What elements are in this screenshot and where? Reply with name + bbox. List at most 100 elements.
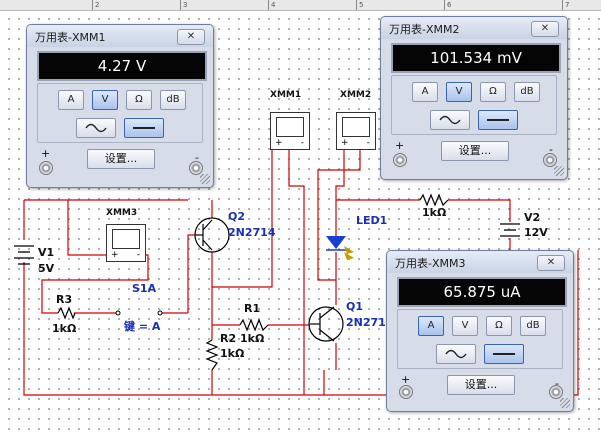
resize-grip[interactable]	[560, 398, 570, 408]
sine-wave-icon	[445, 349, 467, 359]
dc-mode-button[interactable]	[484, 344, 524, 364]
v2-label: V2	[524, 211, 541, 224]
xmm3-instrument-icon[interactable]: + -	[106, 224, 146, 262]
xmm2-instrument-icon[interactable]: + -	[336, 112, 376, 150]
r4-value: 1kΩ	[422, 206, 447, 219]
ac-mode-button[interactable]	[76, 118, 116, 138]
multimeter-window-xmm3[interactable]: 万用表-XMM3 ✕ 65.875 uA A V Ω dB + - 设置...	[386, 250, 574, 412]
close-button[interactable]: ✕	[531, 21, 559, 37]
switch-label: S1A	[132, 282, 157, 295]
minus-terminal[interactable]	[549, 385, 563, 399]
sine-wave-icon	[439, 115, 461, 125]
meter-control-panel: A V Ω dB	[391, 75, 557, 135]
mode-ammeter-button[interactable]: A	[58, 90, 84, 110]
xmm2-icon-label: XMM2	[340, 90, 372, 100]
wire	[211, 150, 273, 288]
v1-label: V1	[38, 246, 55, 259]
r2-value: 1kΩ	[220, 347, 245, 360]
top-ruler: 2 3 4 5 6 7	[0, 0, 601, 11]
meter-display: 101.534 mV	[391, 43, 561, 73]
r3-label: R3	[56, 293, 73, 306]
dc-mode-button[interactable]	[124, 118, 164, 138]
mode-ammeter-button[interactable]: A	[412, 82, 438, 102]
ruler-tick: 7	[562, 0, 569, 10]
settings-button[interactable]: 设置...	[87, 149, 155, 169]
plus-terminal[interactable]	[39, 161, 53, 175]
wire	[317, 150, 361, 281]
mode-voltmeter-button[interactable]: V	[446, 82, 472, 102]
close-button[interactable]: ✕	[177, 29, 205, 45]
multimeter-window-xmm1[interactable]: 万用表-XMM1 ✕ 4.27 V A V Ω dB + - 设置...	[26, 24, 214, 188]
window-titlebar[interactable]	[27, 25, 213, 47]
plus-terminal[interactable]	[393, 153, 407, 167]
switch-contact	[115, 310, 121, 316]
minus-terminal-label: -	[555, 377, 559, 390]
q2-body	[194, 217, 230, 253]
ac-mode-button[interactable]	[430, 110, 470, 130]
resistor-r2	[205, 339, 219, 371]
v2-value: 12V	[524, 226, 548, 239]
mode-ohmmeter-button[interactable]: Ω	[126, 90, 152, 110]
ac-mode-button[interactable]	[436, 344, 476, 364]
dc-mode-button[interactable]	[478, 110, 518, 130]
mode-voltmeter-button[interactable]: V	[92, 90, 118, 110]
q1-model: 2N271	[346, 316, 386, 329]
meter-face-icon	[112, 229, 140, 249]
meter-display: 65.875 uA	[397, 277, 567, 307]
resistor-r1	[239, 318, 269, 332]
r3-value: 1kΩ	[52, 322, 77, 335]
close-button[interactable]: ✕	[537, 255, 565, 271]
window-titlebar[interactable]	[381, 17, 567, 39]
xmm1-instrument-icon[interactable]: + -	[270, 112, 310, 150]
switch-key: 键 = A	[124, 320, 161, 333]
mode-ammeter-button[interactable]: A	[418, 316, 444, 336]
mode-db-button[interactable]: dB	[514, 82, 540, 102]
wire	[335, 150, 345, 225]
led-label: LED1	[356, 214, 388, 227]
wire	[67, 200, 112, 256]
q2-model: 2N2714	[228, 226, 276, 239]
wire	[448, 199, 511, 222]
resize-grip[interactable]	[554, 166, 564, 176]
window-title: 万用表-XMM3	[395, 257, 466, 270]
minus-terminal-label: -	[549, 143, 553, 156]
meter-display: 4.27 V	[37, 51, 207, 81]
mode-voltmeter-button[interactable]: V	[452, 316, 478, 336]
plus-terminal-label: +	[401, 373, 411, 386]
window-title: 万用表-XMM1	[35, 31, 106, 44]
minus-terminal-label: -	[195, 151, 199, 164]
dc-line-icon	[487, 119, 509, 121]
xmm1-icon-label: XMM1	[270, 90, 302, 100]
wire	[187, 234, 196, 313]
r1-label: R1	[244, 302, 261, 315]
minus-terminal[interactable]	[189, 161, 203, 175]
ruler-tick: 3	[180, 0, 187, 10]
ruler-tick: 2	[92, 0, 99, 10]
ruler-tick: 4	[268, 0, 275, 10]
sine-wave-icon	[85, 123, 107, 133]
mode-ohmmeter-button[interactable]: Ω	[486, 316, 512, 336]
mode-db-button[interactable]: dB	[160, 90, 186, 110]
resize-grip[interactable]	[200, 174, 210, 184]
q2-label: Q2	[228, 210, 246, 223]
resistor-r4	[419, 193, 449, 207]
ruler-tick: 5	[356, 0, 363, 10]
settings-button[interactable]: 设置...	[441, 141, 509, 161]
minus-terminal[interactable]	[543, 153, 557, 167]
meter-face-icon	[342, 117, 370, 137]
multimeter-window-xmm2[interactable]: 万用表-XMM2 ✕ 101.534 mV A V Ω dB + - 设置...	[380, 16, 568, 180]
plus-terminal-label: +	[41, 147, 51, 160]
meter-control-panel: A V Ω dB	[397, 309, 563, 369]
r2-label: R2	[220, 332, 237, 345]
settings-button[interactable]: 设置...	[447, 375, 515, 395]
dc-line-icon	[133, 127, 155, 129]
meter-face-icon	[276, 117, 304, 137]
v1-value: 5V	[38, 262, 55, 275]
plus-terminal[interactable]	[399, 385, 413, 399]
mode-db-button[interactable]: dB	[520, 316, 546, 336]
xmm3-icon-label: XMM3	[106, 208, 138, 218]
window-titlebar[interactable]	[387, 251, 573, 273]
r1-value: 1kΩ	[240, 332, 265, 345]
mode-ohmmeter-button[interactable]: Ω	[480, 82, 506, 102]
dc-line-icon	[493, 353, 515, 355]
